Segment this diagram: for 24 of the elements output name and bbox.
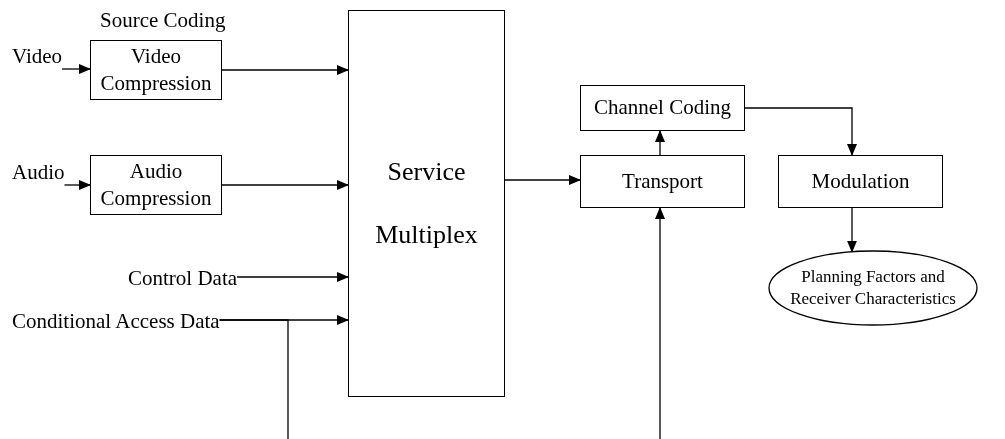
process-box: Video Compression <box>90 40 222 100</box>
arrow <box>221 180 349 190</box>
arrow <box>221 65 349 75</box>
signal-label: Control Data <box>128 268 238 289</box>
arrow <box>236 272 349 282</box>
arrow <box>655 207 665 439</box>
process-box: Audio Compression <box>90 155 222 215</box>
signal-label: Audio <box>12 162 65 183</box>
multiplex-box: Service Multiplex <box>348 10 505 397</box>
process-box: Modulation <box>778 155 943 208</box>
ellipse-shape <box>768 250 978 326</box>
section-heading: Source Coding <box>100 10 226 31</box>
arrow <box>504 175 581 185</box>
ellipse-label: Planning Factors and Receiver Characteristics <box>789 265 957 310</box>
process-box: Channel Coding <box>580 85 745 131</box>
connector-line <box>219 319 289 439</box>
arrow <box>61 64 91 74</box>
signal-label: Conditional Access Data <box>12 311 220 332</box>
arrow <box>847 207 857 253</box>
arrow <box>655 130 665 156</box>
signal-label: Video <box>12 46 63 67</box>
arrow <box>744 107 857 156</box>
arrow <box>63 180 91 190</box>
process-box: Transport <box>580 155 745 208</box>
